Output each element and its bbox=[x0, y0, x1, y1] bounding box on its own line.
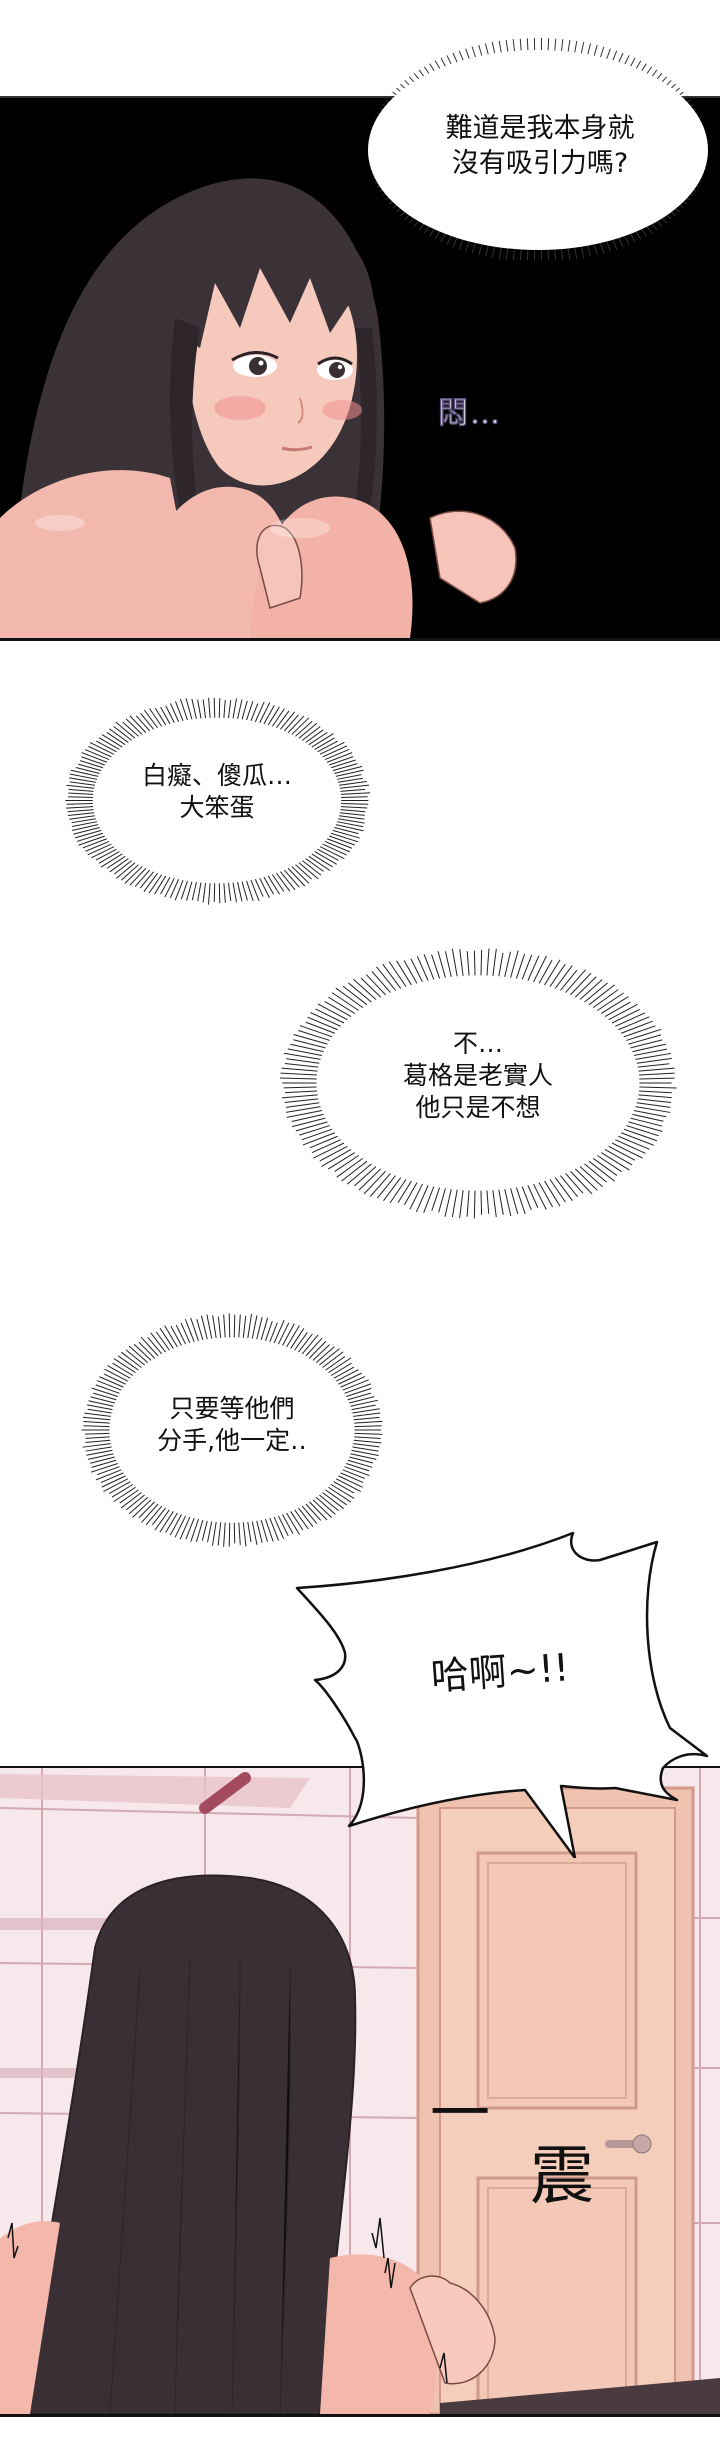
burst-bubble-shape bbox=[268, 938, 688, 1228]
sfx-char: 一 bbox=[430, 2065, 490, 2152]
shout-bubble-shape bbox=[285, 1528, 715, 1858]
sfx-sigh: 悶… bbox=[438, 388, 502, 432]
thought-bubble-2: 白癡、傻瓜… 大笨蛋 bbox=[52, 688, 382, 913]
sfx-char: 震 bbox=[530, 2125, 594, 2217]
burst-bubble-shape bbox=[52, 688, 382, 913]
thought-bubble-1: 難道是我本身就 沒有吸引力嗎? bbox=[360, 30, 720, 260]
thought-bubble-3: 不… 葛格是老實人 他只是不想 bbox=[268, 938, 688, 1228]
burst-bubble-shape bbox=[72, 1305, 392, 1555]
sfx-shudder: 一震 bbox=[430, 2085, 630, 2225]
shout-bubble: 哈啊~!! bbox=[285, 1528, 715, 1858]
thought-bubble-4: 只要等他們 分手,他一定‥ bbox=[72, 1305, 392, 1555]
burst-bubble-shape bbox=[360, 30, 720, 260]
